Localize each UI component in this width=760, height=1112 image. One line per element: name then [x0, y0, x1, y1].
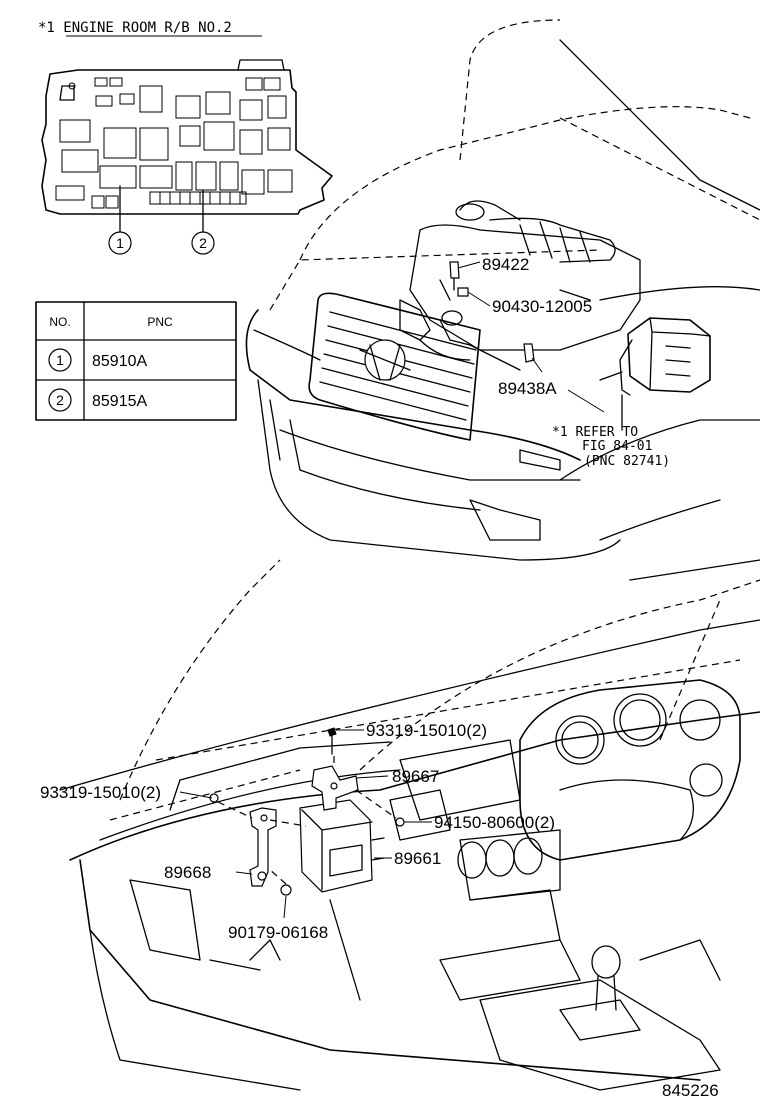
- callout-1-number: 1: [116, 235, 124, 251]
- part-label-93319-15010-left: 93319-15010(2): [40, 783, 161, 802]
- part-label-90179-06168: 90179-06168: [228, 923, 328, 942]
- part-label-89668: 89668: [164, 863, 211, 882]
- part-label-89422: 89422: [482, 255, 529, 274]
- table-row-2-no: 2: [56, 392, 64, 408]
- part-label-94150-80600: 94150-80600(2): [434, 813, 555, 832]
- part-label-90430-12005: 90430-12005: [492, 297, 592, 316]
- callout-1: 1: [108, 231, 132, 255]
- part-label-89667: 89667: [392, 767, 439, 786]
- engine-room-rb-title: *1 ENGINE ROOM R/B NO.2: [38, 20, 232, 36]
- table-header-pnc: PNC: [147, 315, 173, 329]
- dashboard-drawing: [59, 559, 760, 1091]
- callout-2-number: 2: [199, 235, 207, 251]
- refer-note-line2: FIG 84-01: [582, 439, 652, 454]
- part-label-89438a: 89438A: [498, 379, 557, 398]
- part-label-89661: 89661: [394, 849, 441, 868]
- table-row-1-pnc: 85910A: [92, 353, 147, 370]
- part-label-93319-15010-top: 93319-15010(2): [366, 721, 487, 740]
- pnc-table: NO. PNC 1 85910A 2 85915A: [35, 301, 237, 421]
- relay-box-drawing: [41, 59, 333, 233]
- truck-front-drawing: [245, 19, 760, 581]
- refer-note-line1: *1 REFER TO: [552, 425, 638, 440]
- refer-note-line3: (PNC 82741): [584, 454, 670, 469]
- table-header-no: NO.: [49, 315, 70, 329]
- diagram-number: 845226: [662, 1081, 719, 1100]
- table-row-1-no: 1: [56, 352, 64, 368]
- table-row-2-pnc: 85915A: [92, 393, 147, 410]
- callout-2: 2: [191, 231, 215, 255]
